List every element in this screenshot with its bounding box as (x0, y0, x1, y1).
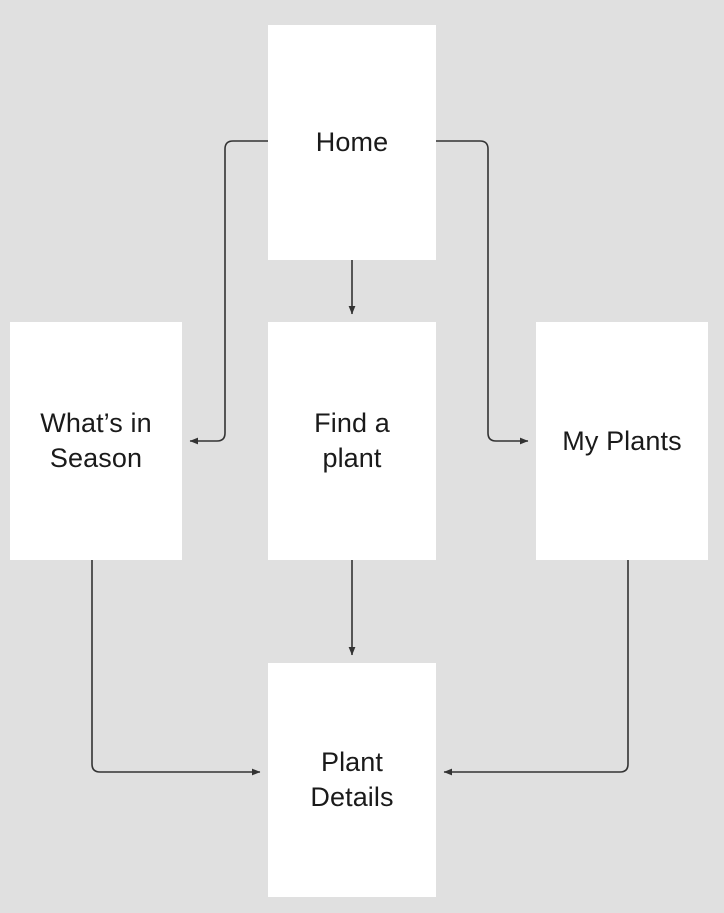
node-my-plants-label: My Plants (562, 425, 682, 456)
node-plant-details-label: Plant Details (310, 747, 394, 812)
edge-my-plants-to-plant-details (443, 560, 629, 776)
node-whats-in-season[interactable]: What’s in Season (10, 322, 182, 560)
edge-whats-in-season-to-plant-details (91, 560, 261, 776)
node-home[interactable]: Home (268, 25, 436, 260)
edge-home-to-my-plants (436, 140, 529, 445)
node-my-plants[interactable]: My Plants (536, 322, 708, 560)
node-whats-in-season-label: What’s in Season (40, 408, 152, 473)
node-find-a-plant[interactable]: Find a plant (268, 322, 436, 560)
node-plant-details[interactable]: Plant Details (268, 663, 436, 897)
node-find-a-plant-label: Find a plant (314, 408, 390, 473)
node-home-label: Home (315, 127, 389, 158)
edge-home-to-whats-in-season (189, 140, 268, 445)
